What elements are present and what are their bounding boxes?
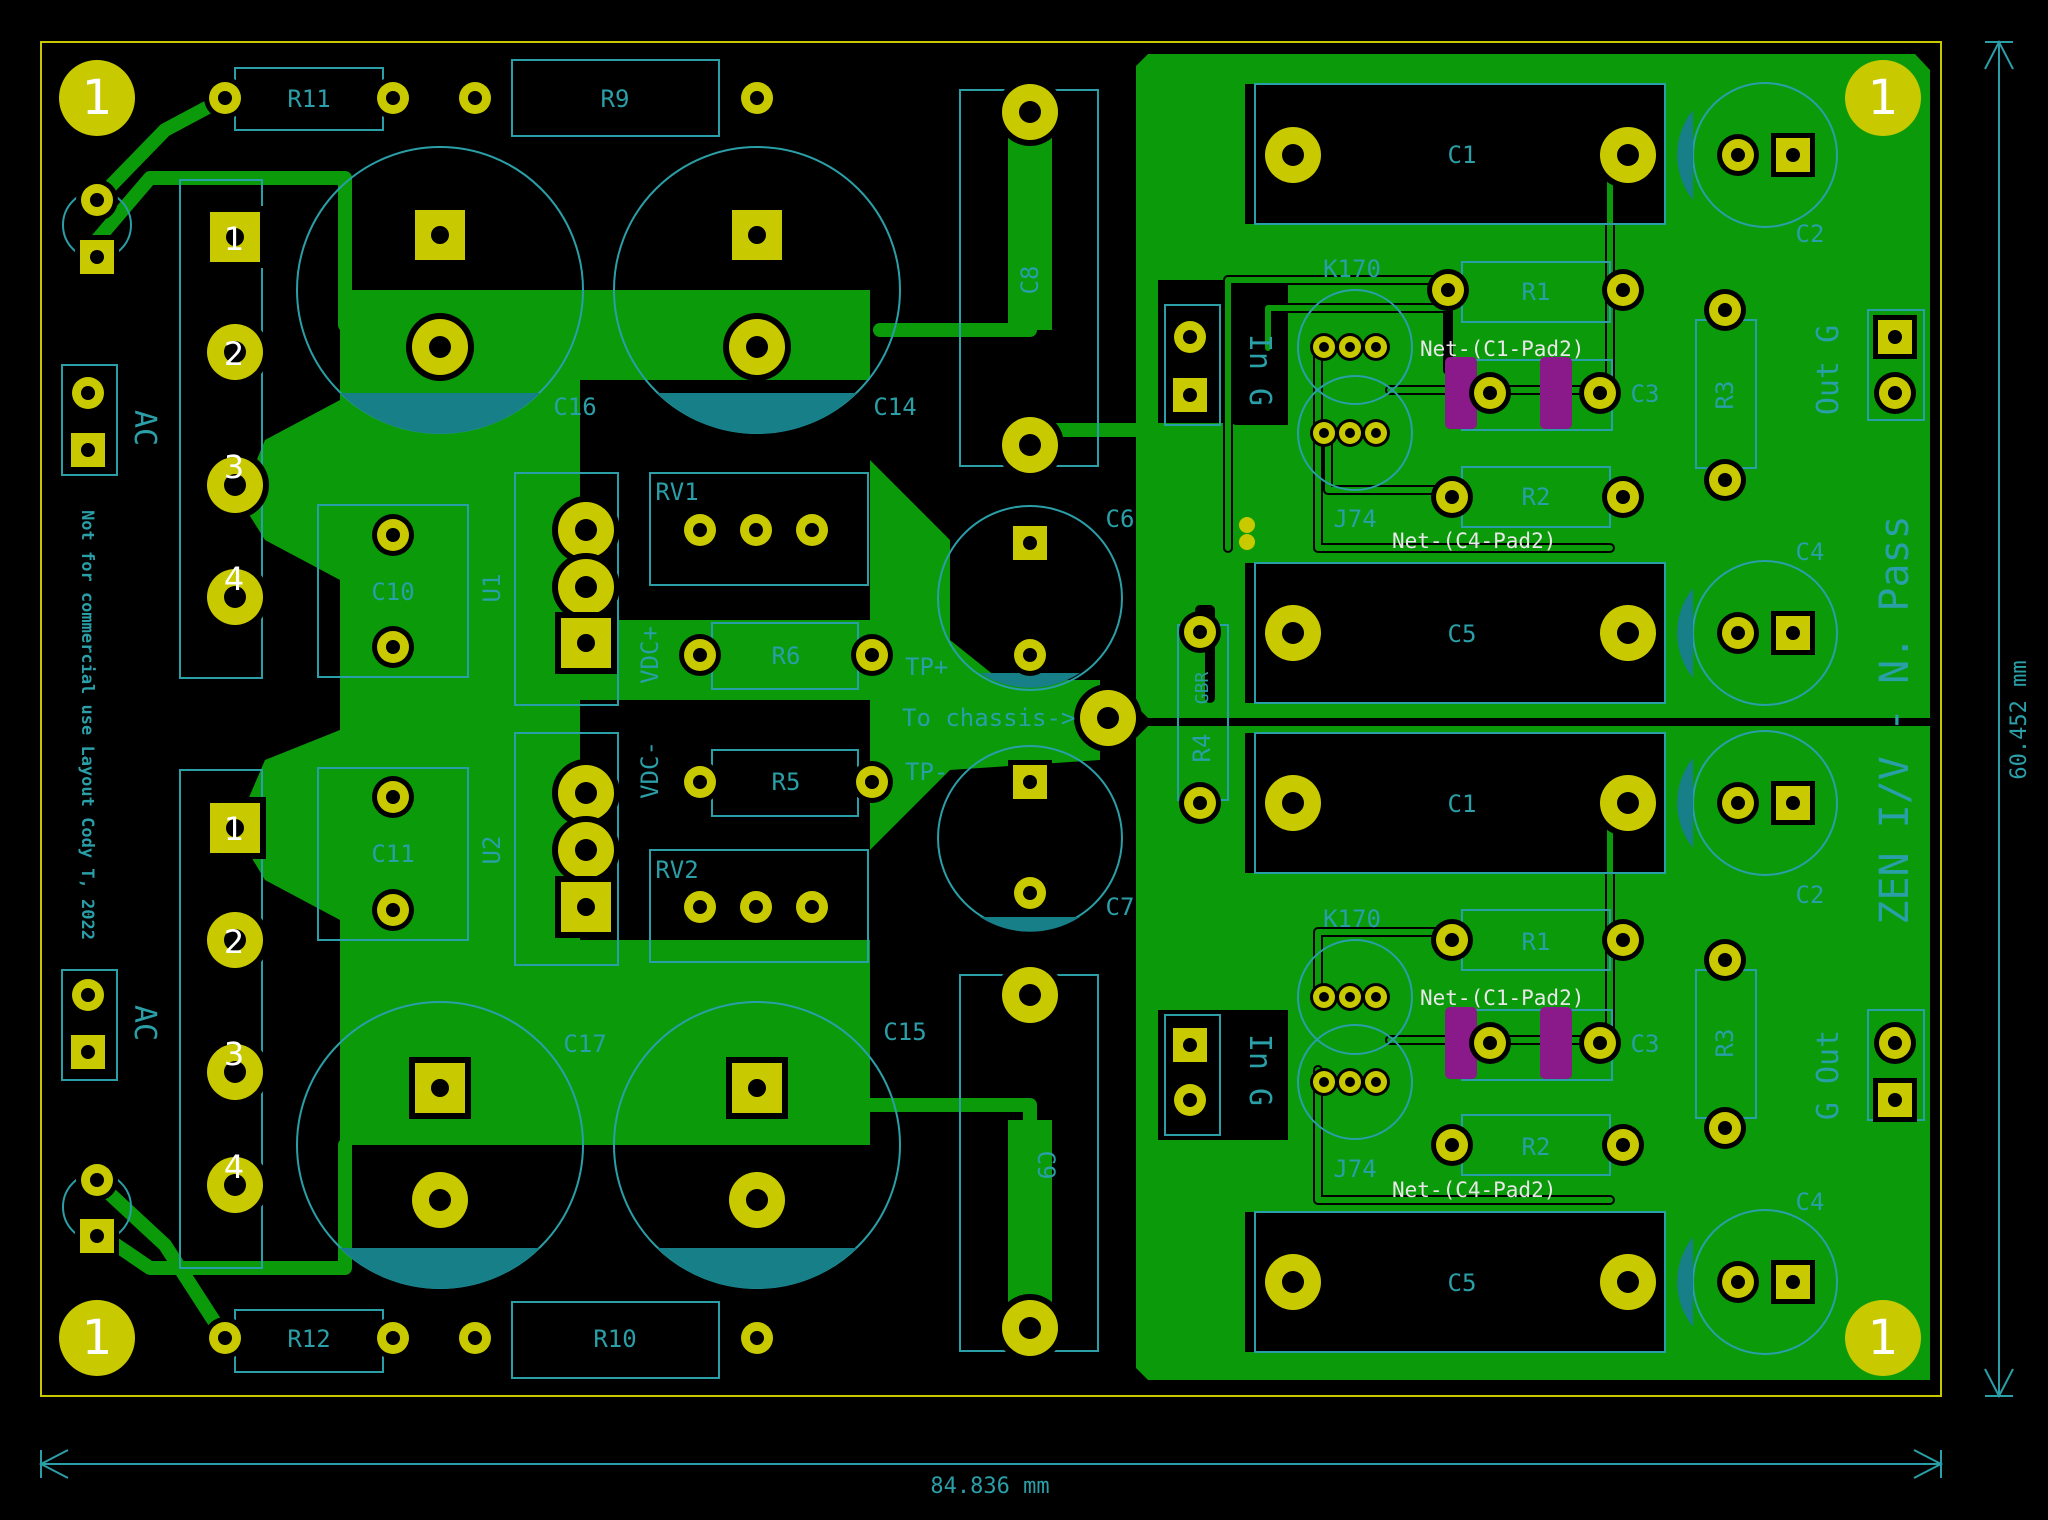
corner-mark: 1	[82, 70, 113, 126]
ref-c3-bottom: C3	[1631, 1030, 1660, 1058]
bridge-pin-label: 1	[224, 810, 244, 848]
in-g-label-top: In G	[1242, 334, 1277, 406]
vdc-plus-label: VDC+	[636, 626, 664, 684]
height-dimension: 60.452 mm	[2007, 660, 2032, 779]
ref-c3-top: C3	[1631, 380, 1660, 408]
zen-title: ZEN I/V - N. Pass	[1872, 515, 1918, 924]
ac-label-bottom: AC	[127, 1005, 162, 1041]
ref-rv1: RV1	[655, 478, 698, 506]
net-c1-pad2-top: Net-(C1-Pad2)	[1420, 337, 1584, 361]
ref-r11: R11	[287, 85, 330, 113]
ref-c1-bottom: C1	[1448, 790, 1477, 818]
bridge-pin-label: 2	[224, 923, 244, 961]
net-c4-pad2-bottom: Net-(C4-Pad2)	[1392, 1178, 1556, 1202]
rotated-labels: U1 U2 C8 C9 R4 R3 R3 GBR VDC+ VDC- AC AC…	[77, 266, 2032, 1180]
ac-label-top: AC	[127, 410, 162, 446]
corner-marks: 1 1 1 1	[82, 70, 1899, 1366]
bridge-pin-label: 2	[224, 335, 244, 373]
ref-k170-bottom: K170	[1323, 905, 1381, 933]
chassis-label: To chassis->	[902, 704, 1075, 732]
ref-j74-bottom: J74	[1333, 1155, 1376, 1183]
ref-c16: C16	[553, 393, 596, 421]
ref-r2-bottom: R2	[1522, 1133, 1551, 1161]
bridge-pin-label: 4	[224, 560, 244, 598]
ref-c11: C11	[371, 840, 414, 868]
in-g-label-bottom: In G	[1242, 1034, 1277, 1106]
ref-r10: R10	[593, 1325, 636, 1353]
ref-c17: C17	[563, 1030, 606, 1058]
width-dimension: 84.836 mm	[930, 1474, 1049, 1499]
ref-k170-top: K170	[1323, 255, 1381, 283]
gbr-label: GBR	[1192, 672, 1213, 705]
ref-c5-bottom: C5	[1448, 1269, 1477, 1297]
ref-c2-top: C2	[1796, 220, 1825, 248]
ref-u1: U1	[478, 574, 506, 603]
ref-c8: C8	[1016, 266, 1044, 295]
vdc-minus-label: VDC-	[636, 741, 664, 799]
ref-r3-top: R3	[1711, 381, 1739, 410]
ref-c4-top: C4	[1796, 538, 1825, 566]
tp-minus-label: TP-	[905, 758, 948, 786]
smd-pads	[1445, 357, 1572, 1079]
ref-r9: R9	[601, 85, 630, 113]
ref-r5: R5	[772, 768, 801, 796]
ref-r6: R6	[772, 642, 801, 670]
ref-c7: C7	[1106, 893, 1135, 921]
net-c1-pad2-bottom: Net-(C1-Pad2)	[1420, 986, 1584, 1010]
bridge-pin-labels: 1 2 3 4 1 2 3 4	[224, 220, 244, 1186]
net-labels: Net-(C1-Pad2) Net-(C4-Pad2) Net-(C1-Pad2…	[1392, 337, 1584, 1202]
ref-u2: U2	[478, 836, 506, 865]
ref-c6: C6	[1106, 505, 1135, 533]
ref-r4: R4	[1188, 734, 1216, 763]
ref-r1-bottom: R1	[1522, 928, 1551, 956]
ref-c9: C9	[1032, 1151, 1060, 1180]
corner-mark: 1	[1868, 70, 1899, 126]
ref-c1-top: C1	[1448, 141, 1477, 169]
board-edge	[40, 41, 1942, 1397]
bridge-pin-label: 4	[224, 1148, 244, 1186]
net-c4-pad2-top: Net-(C4-Pad2)	[1392, 529, 1556, 553]
ref-c2-bottom: C2	[1796, 881, 1825, 909]
ref-c4-bottom: C4	[1796, 1188, 1825, 1216]
ref-j74-top: J74	[1333, 505, 1376, 533]
g-out-label: G Out	[1811, 1030, 1846, 1120]
tp-plus-label: TP+	[905, 653, 948, 681]
bridge-pin-label: 1	[224, 220, 244, 258]
bridge-pin-label: 3	[224, 448, 244, 486]
ref-c15: C15	[883, 1018, 926, 1046]
ref-c5-top: C5	[1448, 620, 1477, 648]
corner-mark: 1	[82, 1310, 113, 1366]
polarity-bands	[340, 110, 1693, 1327]
misc-labels: TP+ TP- To chassis-> 84.836 mm	[902, 653, 1075, 1499]
bridge-pin-label: 3	[224, 1035, 244, 1073]
ref-c10: C10	[371, 578, 414, 606]
reference-designators: R11 R9 R12 R10 C16 C14 C17 C15 C10 C11 R…	[287, 85, 1824, 1353]
ref-r12: R12	[287, 1325, 330, 1353]
ref-r2-top: R2	[1522, 483, 1551, 511]
dimension-lines	[38, 39, 2014, 1479]
pads	[59, 60, 1921, 1376]
ref-c14: C14	[873, 393, 916, 421]
commercial-note: Not for commercial use Layout Cody T, 20…	[77, 510, 97, 940]
corner-mark: 1	[1868, 1310, 1899, 1366]
ref-rv2: RV2	[655, 856, 698, 884]
ref-r3-bottom: R3	[1711, 1029, 1739, 1058]
ref-r1-top: R1	[1522, 278, 1551, 306]
out-g-label: Out G	[1811, 325, 1846, 415]
